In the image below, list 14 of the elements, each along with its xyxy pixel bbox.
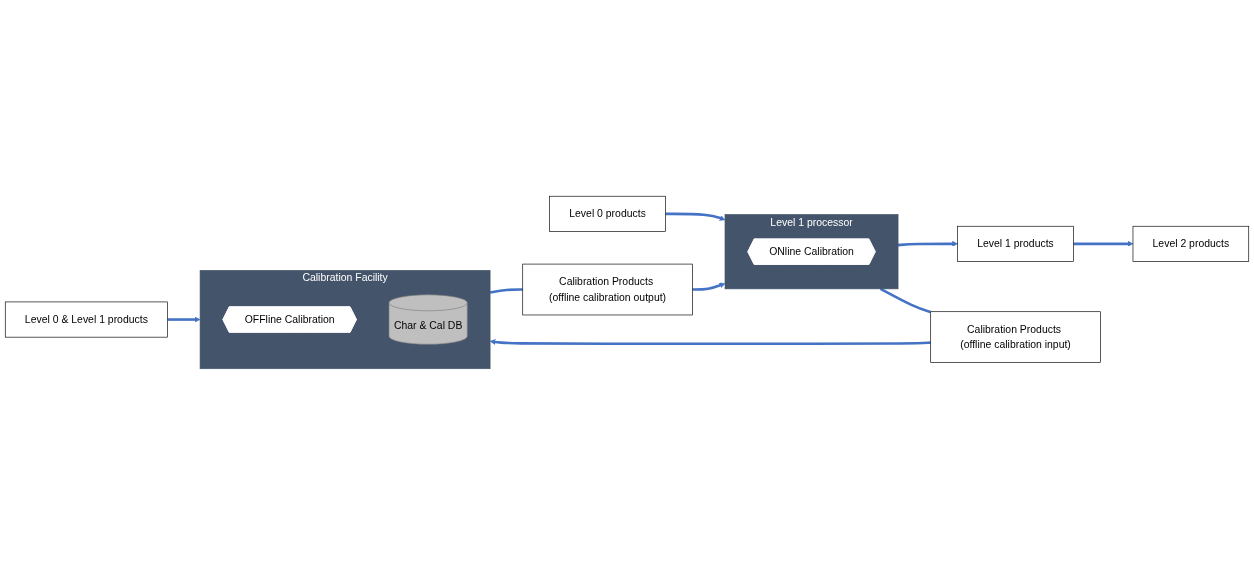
node-box: Calibration Products (offline calibration input) — [930, 311, 1101, 363]
arrow — [665, 212, 726, 221]
connector — [489, 288, 523, 294]
arrow — [692, 282, 726, 291]
arrow — [1073, 241, 1134, 247]
node-box: Level 2 products — [1132, 225, 1250, 262]
arrow — [897, 241, 958, 247]
node-box: Calibration Products (offline calibration output) — [522, 263, 693, 316]
arrow — [167, 316, 201, 323]
node-box: Level 0 & Level 1 products — [4, 301, 168, 338]
node-box: Level 0 products — [549, 195, 666, 232]
connector — [879, 287, 932, 314]
arrow — [489, 339, 931, 346]
node-box: Level 1 products — [957, 225, 1074, 262]
